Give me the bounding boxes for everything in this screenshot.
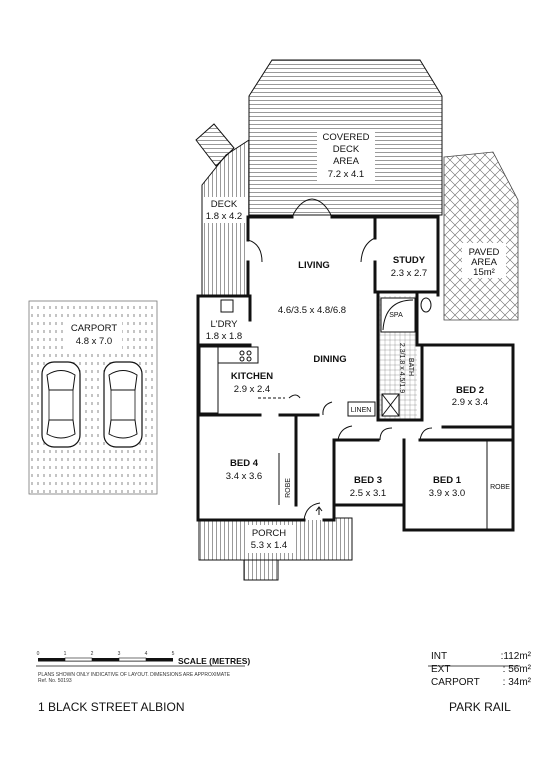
paved-size: 15m² bbox=[473, 267, 495, 278]
covered-deck-name-2: DECK bbox=[333, 144, 360, 155]
covered-deck-size: 7.2 x 4.1 bbox=[328, 169, 364, 180]
linen-name: LINEN bbox=[351, 407, 372, 414]
area-label: CARPORT bbox=[431, 677, 480, 688]
area-label: EXT bbox=[431, 664, 451, 675]
front-steps bbox=[243, 559, 279, 581]
side-deck bbox=[195, 123, 250, 297]
scale-tick-5: 5 bbox=[172, 651, 175, 657]
walls bbox=[196, 215, 515, 532]
area-value: : 34m² bbox=[502, 677, 531, 688]
bed4-size: 3.4 x 3.6 bbox=[226, 471, 262, 482]
carport bbox=[28, 300, 158, 495]
bed3-size: 2.5 x 3.1 bbox=[350, 488, 386, 499]
spa-name: SPA bbox=[389, 312, 403, 319]
area-value: :112m² bbox=[500, 651, 531, 662]
study-size: 2.3 x 2.7 bbox=[391, 268, 427, 279]
bed1-size: 3.9 x 3.0 bbox=[429, 488, 465, 499]
paved-name-1: PAVED bbox=[469, 247, 500, 258]
porch-name: PORCH bbox=[252, 528, 286, 539]
bath-size: 2.3/1.8 x 4.5/1.9 bbox=[398, 343, 405, 393]
carport-name: CARPORT bbox=[71, 323, 117, 334]
paved-area bbox=[443, 151, 519, 321]
dining-name: DINING bbox=[313, 354, 346, 365]
paved-name-2: AREA bbox=[471, 257, 498, 268]
study-name: STUDY bbox=[393, 255, 426, 266]
bed4-robe: ROBE bbox=[285, 478, 292, 498]
disclaimer-ref: Ref. No. 50193 bbox=[38, 678, 72, 684]
bath-name: BATH bbox=[407, 358, 414, 376]
living-name: LIVING bbox=[298, 260, 330, 271]
covered-deck-name-1: COVERED bbox=[323, 132, 370, 143]
kitchen-size: 2.9 x 2.4 bbox=[234, 384, 270, 395]
bed4-name: BED 4 bbox=[230, 458, 259, 469]
deck-name: DECK bbox=[211, 199, 238, 210]
scale-tick-2: 2 bbox=[91, 651, 94, 657]
porch bbox=[198, 517, 353, 581]
car-icon bbox=[41, 361, 81, 448]
bed1-robe: ROBE bbox=[490, 484, 510, 491]
deck-size: 1.8 x 4.2 bbox=[206, 211, 242, 222]
car-icon bbox=[103, 361, 143, 448]
property-address: 1 BLACK STREET ALBION bbox=[38, 700, 185, 714]
living-size: 4.6/3.5 x 4.8/6.8 bbox=[278, 305, 346, 316]
kitchen-name: KITCHEN bbox=[231, 371, 273, 382]
porch-size: 5.3 x 1.4 bbox=[251, 540, 287, 551]
scale-tick-4: 4 bbox=[145, 651, 148, 657]
fixtures bbox=[199, 198, 488, 530]
deck-stairs bbox=[195, 123, 235, 167]
disclaimer: PLANS SHOWN ONLY INDICATIVE OF LAYOUT. D… bbox=[38, 672, 230, 684]
laundry-name: L'DRY bbox=[211, 319, 239, 330]
rail-note: PARK RAIL bbox=[449, 700, 511, 714]
area-value: : 56m² bbox=[502, 664, 531, 675]
bed3-name: BED 3 bbox=[354, 475, 382, 486]
scale-tick-3: 3 bbox=[118, 651, 121, 657]
scale-label: SCALE (METRES) bbox=[178, 656, 251, 666]
covered-deck-name-3: AREA bbox=[333, 156, 360, 167]
carport-size: 4.8 x 7.0 bbox=[76, 336, 112, 347]
disclaimer-line-1: PLANS SHOWN ONLY INDICATIVE OF LAYOUT. D… bbox=[38, 672, 231, 678]
area-label: INT bbox=[431, 651, 448, 662]
scale-tick-0: 0 bbox=[37, 651, 40, 657]
bed2-size: 2.9 x 3.4 bbox=[452, 397, 488, 408]
bed1-name: BED 1 bbox=[433, 475, 462, 486]
label-covered-deck: COVERED DECK AREA 7.2 x 4.1 bbox=[317, 130, 375, 182]
scale-bar: 0 1 2 3 4 5 bbox=[37, 651, 175, 662]
bed2-name: BED 2 bbox=[456, 385, 484, 396]
laundry-size: 1.8 x 1.8 bbox=[206, 331, 242, 342]
scale-tick-1: 1 bbox=[64, 651, 67, 657]
